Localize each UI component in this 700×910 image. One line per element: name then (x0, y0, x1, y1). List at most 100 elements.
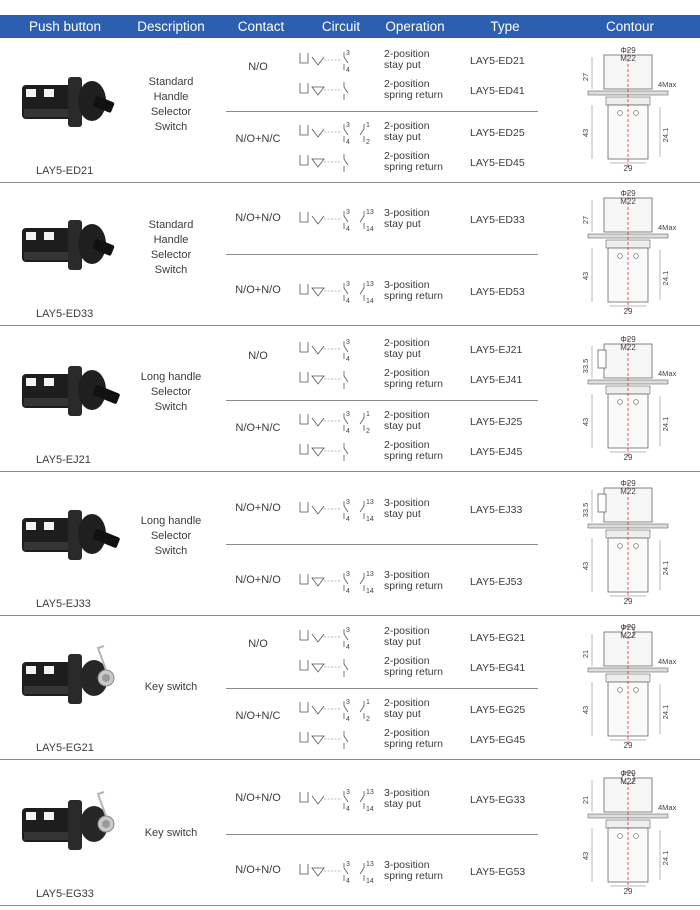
contact-type: N/O+N/O (235, 792, 281, 804)
operator-line (299, 212, 309, 223)
operation-line-2: stay put (384, 508, 421, 520)
description-line: Selector (150, 530, 192, 542)
description-line: Switch (154, 401, 188, 413)
group-divider (0, 325, 700, 326)
contour-width-label: 29 (624, 453, 633, 462)
description-line: Handle (153, 91, 189, 103)
operator-symbol (299, 83, 342, 96)
stay-symbol (311, 345, 325, 355)
operator-line (299, 83, 309, 94)
type-code: LAY5-ED33 (470, 214, 525, 226)
terminal-number: 14 (366, 226, 374, 232)
contour-screw (617, 110, 623, 116)
circuit-diagram: 34 (299, 627, 350, 650)
terminal-number: 4 (346, 516, 350, 522)
bezel (68, 220, 82, 270)
terminal-number: 13 (366, 789, 374, 796)
selector-handle (92, 96, 115, 113)
terminal-label (44, 232, 54, 240)
terminal-number: 3 (346, 861, 350, 868)
contact-type: N/O+N/C (235, 133, 281, 145)
operator-line (299, 53, 309, 64)
type-code: LAY5-ED53 (470, 286, 525, 298)
spring-symbol (311, 375, 325, 385)
contour-screw (633, 687, 639, 693)
contour-screw (617, 253, 623, 259)
group-divider (0, 759, 700, 760)
operation-line-1: 3-position (384, 497, 430, 509)
bezel (68, 366, 82, 416)
base-plate (24, 832, 70, 840)
handle-knob (78, 224, 106, 264)
terminal-number: 4 (346, 644, 350, 650)
type-code: LAY5-ED21 (470, 55, 525, 67)
terminal-number: 4 (346, 588, 350, 594)
contour-diameter-label: Φ29 (620, 479, 636, 488)
contour-height-bottom-label: 43 (581, 418, 590, 426)
type-code: LAY5-EJ41 (470, 374, 523, 386)
contact-type: N/O+N/O (235, 284, 281, 296)
bezel (68, 510, 82, 560)
switch-photo (22, 77, 115, 127)
contact-second (359, 501, 365, 519)
type-code: LAY5-EG45 (470, 734, 526, 746)
sub-row-divider (226, 254, 538, 255)
contour-diameter-label: Φ29 (620, 623, 636, 632)
contact-no (343, 52, 349, 70)
type-code: LAY5-ED45 (470, 157, 525, 169)
type-code: LAY5-EG33 (470, 794, 526, 806)
operator-symbol (299, 792, 342, 805)
type-code: LAY5-EJ45 (470, 446, 523, 458)
contour-screw (633, 543, 639, 549)
operation-line-1: 2-position (384, 48, 430, 60)
type-code: LAY5-EG41 (470, 662, 526, 674)
contour-depth-label: 24.1 (661, 561, 670, 576)
contact-no (343, 371, 349, 389)
operator-symbol (299, 864, 342, 877)
switch-photo-group (22, 77, 115, 127)
description-line: Switch (154, 264, 188, 276)
terminal-label (26, 812, 36, 820)
contour-thread-label: M22 (620, 777, 636, 786)
table-header: Push button Description Contact Circuit … (0, 15, 700, 38)
operation-line-1: 3-position (384, 569, 430, 581)
stay-symbol (311, 505, 325, 515)
contour-handle (597, 349, 607, 369)
switch-photo (22, 645, 115, 704)
contour-width-label: 29 (624, 597, 633, 606)
contour-height-bottom-label: 43 (581, 562, 590, 570)
description-line: Key switch (144, 827, 198, 839)
model-label: LAY5-ED21 (36, 165, 94, 177)
sub-row-divider (226, 688, 538, 689)
operation-line-1: 2-position (384, 150, 430, 162)
operation-line-1: 2-position (384, 655, 430, 667)
terminal-number: 13 (366, 499, 374, 506)
terminal-number: 14 (366, 588, 374, 594)
terminal-number: 3 (346, 122, 350, 129)
base-plate (24, 252, 70, 260)
operation-line-2: stay put (384, 131, 421, 143)
contact-no (343, 443, 349, 461)
terminal-number: 3 (346, 50, 350, 57)
contact-type: N/O+N/O (235, 502, 281, 514)
description-line: Switch (154, 121, 188, 133)
description-line: Long handle (140, 515, 202, 527)
switch-photo (22, 791, 115, 850)
